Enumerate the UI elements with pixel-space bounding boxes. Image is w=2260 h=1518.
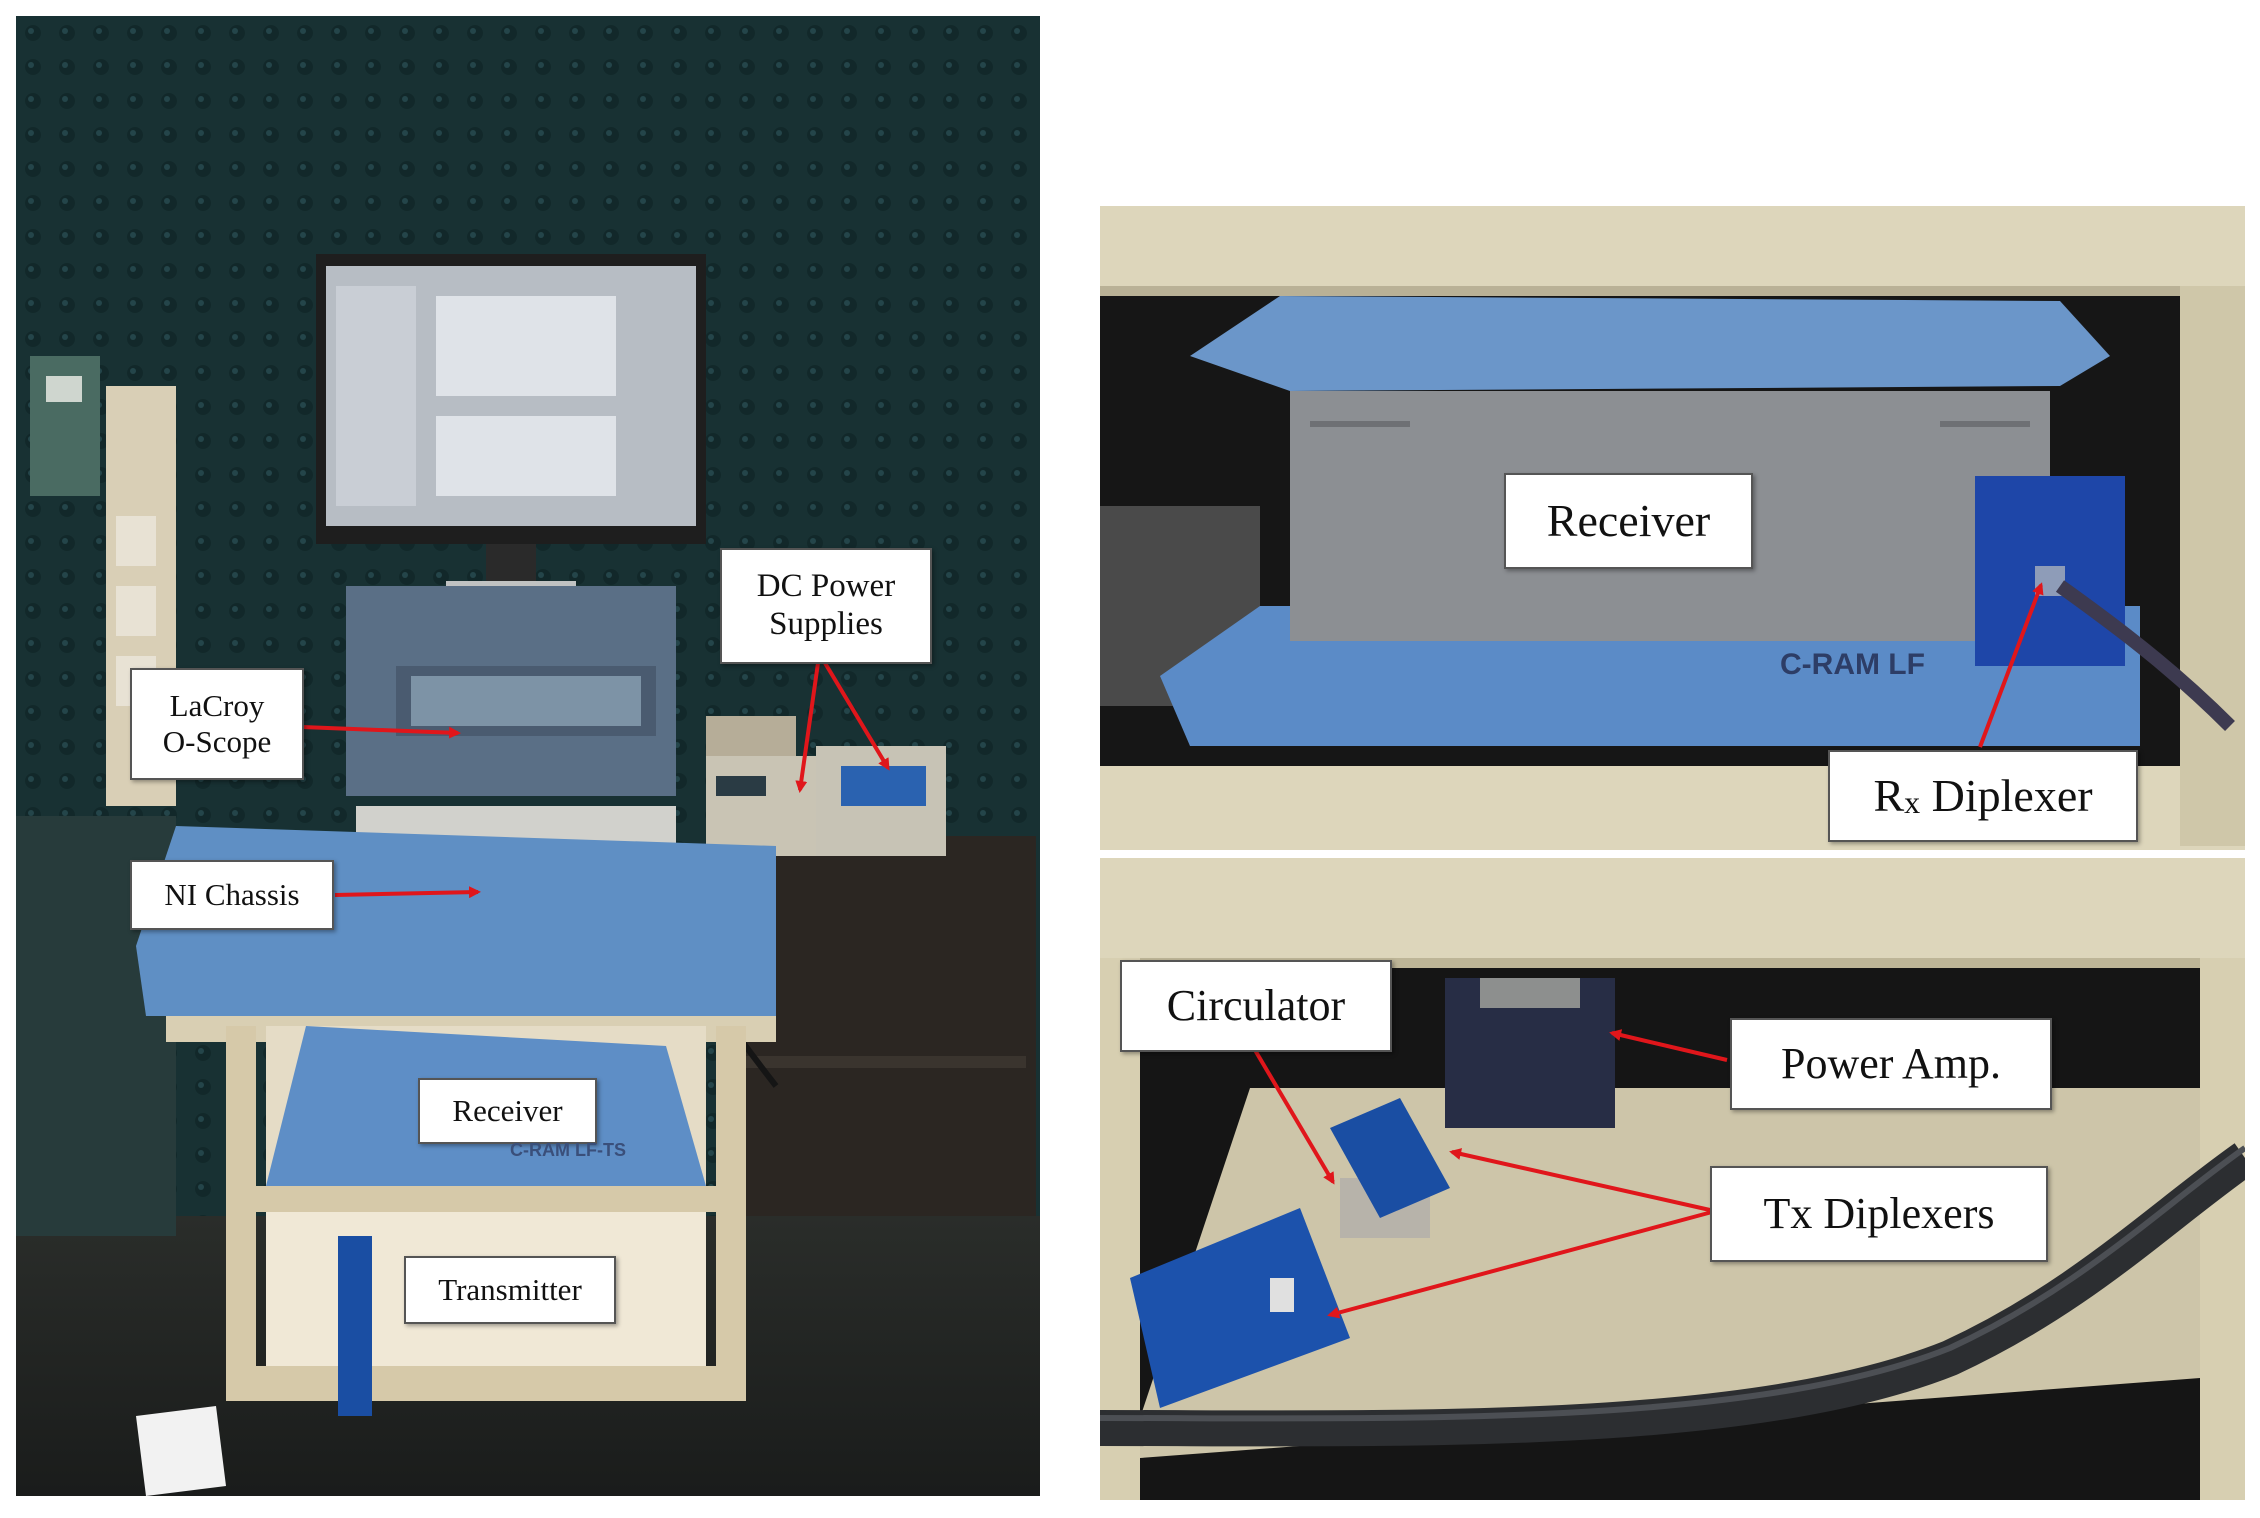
rx-diplexer-main: R [1873,769,1905,821]
label-receiver-right: Receiver [1504,473,1753,569]
label-receiver-left: Receiver [418,1078,597,1144]
label-tx-diplexers: Tx Diplexers [1710,1166,2048,1262]
label-transmitter: Transmitter [404,1256,616,1324]
label-dc-power-supplies: DC Power Supplies [720,548,932,664]
rx-diplexer-rest: Diplexer [1920,769,2093,821]
label-power-amp: Power Amp. [1730,1018,2052,1110]
label-lacroy-oscope: LaCroy O-Scope [130,668,304,780]
label-ni-chassis: NI Chassis [130,860,334,930]
left-shelf-stamp: C-RAM LF-TS [510,1140,626,1160]
rx-diplexer-sub: x [1904,783,1921,820]
bottom-right-photo [1100,858,2245,1500]
label-circulator: Circulator [1120,960,1392,1052]
top-right-photo: C-RAM LF [1100,206,2245,850]
foam-stamp: C-RAM LF [1780,648,1925,681]
